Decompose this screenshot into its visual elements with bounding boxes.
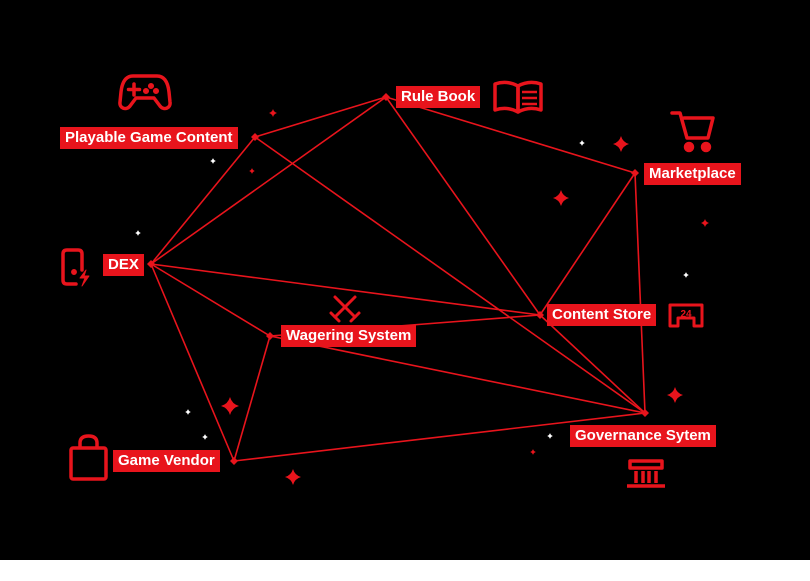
edge-marketplace-to-content-store [539,172,636,316]
sparkle-decoration [667,387,683,403]
sparkle-layer [135,109,709,485]
sparkle-decoration [613,136,629,152]
node-label-governance-system: Governance Sytem [570,425,716,447]
node-marker-content-store [536,311,544,319]
edge-dex-to-wagering-system [150,263,271,337]
edge-rule-book-to-content-store [385,96,541,316]
node-marker-governance-system [641,409,649,417]
edge-wagering-system-to-game-vendor [233,335,271,462]
shopping-cart-icon [670,111,715,153]
node-marker-wagering-system [266,332,274,340]
sparkle-decoration [285,469,301,485]
sparkle-decoration [701,219,709,227]
sparkle-decoration [221,397,239,415]
node-marker-layer [147,93,649,465]
node-marker-marketplace [631,169,639,177]
edge-rule-book-to-dex [150,96,387,265]
node-label-content-store: Content Store [547,304,657,326]
node-label-rule-book: Rule Book [396,86,481,108]
node-label-game-vendor: Game Vendor [113,450,220,472]
sparkle-decoration [249,168,255,174]
sparkle-decoration [579,140,585,146]
node-marker-game-vendor [230,457,238,465]
node-label-marketplace: Marketplace [644,163,741,185]
edge-rule-book-to-marketplace [385,96,636,174]
gamepad-icon [118,74,172,111]
svg-text:24: 24 [680,309,692,320]
sparkle-decoration [210,158,216,164]
store-24-icon: 24 [668,303,704,328]
sparkle-decoration [202,434,208,440]
edge-playable-game-content-to-dex [150,136,256,265]
sparkle-decoration [185,409,191,415]
node-label-wagering-system: Wagering System [281,325,417,347]
sparkle-decoration [530,449,536,455]
sparkle-decoration [683,272,689,278]
node-marker-rule-book [382,93,390,101]
open-book-icon [493,80,543,114]
network-diagram: 24 Playable Game Content Rule Book Marke… [0,0,810,560]
node-marker-playable-game-content [251,133,259,141]
edge-playable-game-content-to-governance-system [254,136,646,414]
edge-marketplace-to-governance-system [634,172,646,414]
edge-dex-to-game-vendor [150,263,235,462]
node-label-dex: DEX [103,254,144,276]
sparkle-decoration [547,433,553,439]
node-marker-dex [147,260,155,268]
edge-dex-to-content-store [150,263,541,316]
sparkle-decoration [553,190,569,206]
crossed-swords-icon [329,295,361,323]
edge-game-vendor-to-governance-system [233,412,646,462]
edge-content-store-to-governance-system [539,314,646,414]
edge-playable-game-content-to-rule-book [254,96,387,138]
mobile-bolt-icon [61,248,90,287]
sparkle-decoration [269,109,277,117]
shopping-bag-icon [69,434,108,481]
node-label-playable-game-content: Playable Game Content [60,127,238,149]
sparkle-decoration [135,230,141,236]
diagram-canvas: 24 [61,74,715,488]
edge-wagering-system-to-governance-system [269,335,646,414]
bank-building-icon [627,459,665,488]
